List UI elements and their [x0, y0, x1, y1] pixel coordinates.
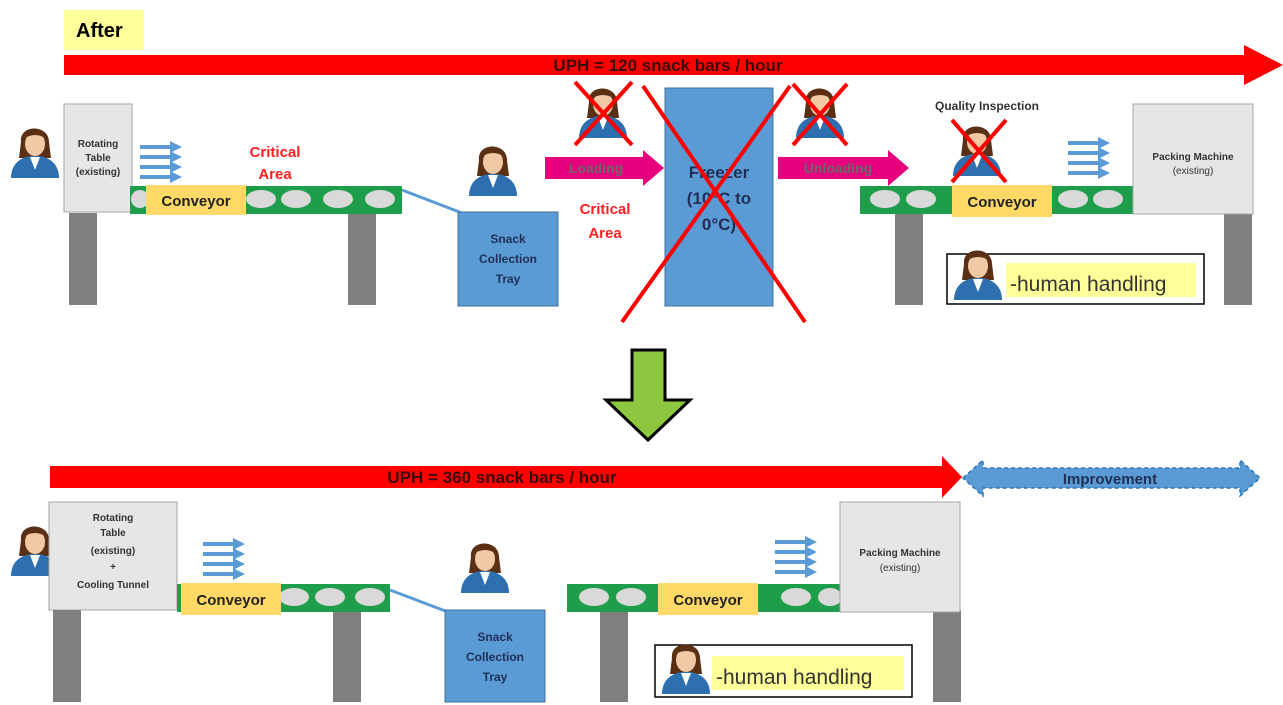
top-critical-area-1-line1: Critical: [250, 144, 301, 161]
bottom-packing-line2: (existing): [880, 563, 921, 574]
bottom-conveyor-right-label: Conveyor: [673, 592, 742, 609]
freezer-box: Freezer (10°C to 0°C): [664, 87, 774, 307]
top-conveyor-left: Conveyor: [69, 185, 463, 305]
bottom-legend-text: -human handling: [716, 666, 872, 689]
bottom-rotating-line3: (existing): [91, 546, 135, 557]
top-rotating-table: Rotating Table (existing): [63, 103, 133, 213]
quality-inspection-label: Quality Inspection: [935, 99, 1039, 113]
top-packing-line1: Packing Machine: [1152, 152, 1234, 163]
blue-arrows-icon: [775, 536, 817, 578]
worker-icon: [461, 543, 509, 593]
top-snack-tray: Snack Collection Tray: [457, 211, 559, 307]
bottom-conveyor-right: Conveyor: [567, 583, 961, 702]
bottom-tray-line2: Collection: [466, 650, 524, 664]
bottom-uph-arrow: UPH = 360 snack bars / hour: [50, 456, 962, 498]
top-packing-line2: (existing): [1173, 166, 1214, 177]
top-critical-area-1-line2: Area: [258, 166, 292, 183]
top-critical-area-2-line1: Critical: [580, 201, 631, 218]
top-legend-text: -human handling: [1010, 273, 1166, 296]
bottom-conveyor-left: Conveyor: [53, 583, 449, 702]
improvement-arrow: Improvement: [961, 458, 1262, 498]
after-badge: After: [64, 10, 144, 50]
bottom-rotating-table: Rotating Table (existing) + Cooling Tunn…: [48, 501, 178, 611]
blue-arrows-icon: [203, 538, 245, 580]
worker-icon: [11, 128, 59, 178]
unloading-label: Unloading: [804, 160, 872, 176]
loading-arrow: Loading: [545, 150, 664, 186]
bottom-rotating-line1: Rotating: [93, 513, 134, 524]
top-rotating-table-line3: (existing): [76, 167, 120, 178]
freezer-line3: 0°C): [702, 215, 736, 234]
improvement-label: Improvement: [1063, 471, 1157, 488]
bottom-uph-label: UPH = 360 snack bars / hour: [387, 468, 617, 487]
worker-icon: [469, 146, 517, 196]
top-rotating-table-line2: Table: [85, 153, 111, 164]
bottom-packing-line1: Packing Machine: [859, 548, 941, 559]
top-conveyor-left-label: Conveyor: [161, 193, 230, 210]
bottom-packing-machine: Packing Machine (existing): [839, 501, 961, 613]
top-conveyor-right: Conveyor: [860, 185, 1252, 305]
down-arrow-icon: [602, 348, 694, 443]
top-conveyor-right-label: Conveyor: [967, 194, 1036, 211]
bottom-conveyor-left-label: Conveyor: [196, 592, 265, 609]
top-tray-line2: Collection: [479, 252, 537, 266]
top-uph-arrow: UPH = 120 snack bars / hour: [64, 45, 1283, 85]
red-cross-icon: [950, 118, 1008, 184]
red-cross-icon: [620, 84, 807, 324]
top-uph-label: UPH = 120 snack bars / hour: [553, 56, 783, 75]
top-critical-area-2-line2: Area: [588, 225, 622, 242]
unloading-arrow: Unloading: [778, 150, 909, 186]
top-packing-machine: Packing Machine (existing): [1132, 103, 1254, 215]
bottom-legend: -human handling: [654, 644, 913, 698]
bottom-snack-tray: Snack Collection Tray: [444, 609, 546, 703]
red-cross-icon: [791, 82, 849, 147]
loading-label: Loading: [569, 160, 623, 176]
blue-arrows-icon: [140, 141, 182, 183]
top-tray-line3: Tray: [496, 272, 521, 286]
after-label: After: [76, 20, 123, 42]
bottom-tray-line3: Tray: [483, 670, 508, 684]
bottom-tray-line1: Snack: [477, 630, 513, 644]
red-cross-icon: [573, 80, 634, 147]
top-tray-line1: Snack: [490, 232, 526, 246]
bottom-rotating-line2: Table: [100, 528, 126, 539]
blue-arrows-icon: [1068, 137, 1110, 179]
bottom-rotating-line5: Cooling Tunnel: [77, 580, 149, 591]
top-legend: -human handling: [946, 250, 1205, 305]
top-rotating-table-line1: Rotating: [78, 139, 119, 150]
bottom-rotating-line4: +: [110, 562, 116, 573]
